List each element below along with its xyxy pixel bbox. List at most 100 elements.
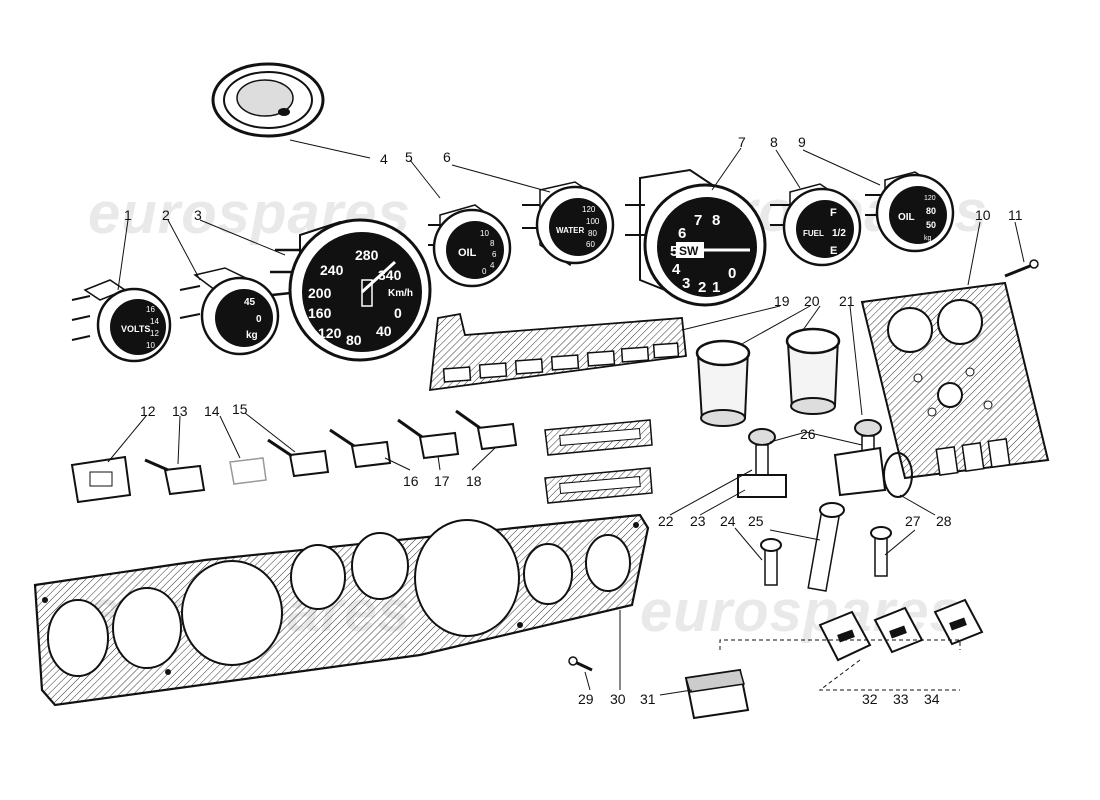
callout-27: 27 [905,513,921,529]
callout-30: 30 [610,691,626,707]
callout-1: 1 [124,207,132,223]
tacho-tick: 5 [670,243,678,260]
callout-23: 23 [690,513,706,529]
volts-tick: 12 [150,329,159,338]
pressure-gauge: 45 0 kg [179,267,280,356]
speedo-tick: 240 [320,262,344,278]
volts-tick: 16 [146,305,155,314]
warning-light-strip [428,312,687,392]
callout-20: 20 [804,293,820,309]
speedo-tick: 160 [308,305,332,321]
fuel-tick: E [830,245,837,257]
oil-pressure-gauge: OIL 120 80 50 kg [865,171,955,253]
callout-19: 19 [774,293,790,309]
oil-temp-tick: 8 [490,239,495,248]
volts-tick: 14 [150,317,159,326]
callout-16: 16 [403,473,419,489]
callout-12: 12 [140,403,156,419]
tacho-tick: 0 [728,265,736,282]
callout-2: 2 [162,207,170,223]
speedo-unit: Km/h [388,288,413,299]
callout-21: 21 [839,293,855,309]
gauge-bezel-rings [695,327,841,427]
oil-pressure-tick: 80 [926,206,936,216]
callout-31: 31 [640,691,656,707]
callout-7: 7 [738,134,746,150]
tacho-tick: 3 [682,275,690,292]
water-tick: 80 [588,229,597,238]
oil-pressure-label: OIL [898,212,915,223]
callout-9: 9 [798,134,806,150]
speedo-tick: 80 [346,332,362,348]
volts-tick: 10 [146,341,155,350]
water-tick: 60 [586,240,595,249]
speedometer-gauge: 240 280 340 200 160 120 80 40 0 Km/h [270,218,432,362]
volts-label: VOLTS [121,324,150,334]
tacho-label: SW [679,244,699,258]
push-switches [70,409,518,504]
dashboard-panel [33,513,650,707]
callout-13: 13 [172,403,188,419]
callout-17: 17 [434,473,450,489]
oil-temp-label: OIL [458,247,477,259]
callout-6: 6 [443,149,451,165]
speedo-tick: 120 [318,325,342,341]
oil-temp-tick: 6 [492,250,497,259]
oil-temp-tick: 4 [490,261,495,270]
callout-32: 32 [862,691,878,707]
callout-34: 34 [924,691,940,707]
callout-3: 3 [194,207,202,223]
rocker-switches [719,598,984,691]
pressure-tick: 45 [244,297,256,308]
rotary-switches [737,419,913,592]
oil-pressure-tick: 120 [924,195,936,202]
fuel-tick: F [830,207,837,219]
ashtray-part [684,668,750,720]
callout-24: 24 [720,513,736,529]
callout-22: 22 [658,513,674,529]
tachometer-gauge: 8 7 6 5 4 3 2 1 0 SW [625,168,767,307]
fuel-label: FUEL [803,229,824,238]
callout-33: 33 [893,691,909,707]
voltmeter-gauge: VOLTS 16 14 12 10 [71,279,172,363]
speedo-tick: 40 [376,323,392,339]
callout-29: 29 [578,691,594,707]
tacho-tick: 2 [698,279,706,296]
fuel-tick: 1/2 [832,228,846,239]
switch-panel-plate [860,281,1050,480]
callout-5: 5 [405,149,413,165]
leader-lines [107,139,1025,696]
fuel-gauge: FUEL F 1/2 E [770,183,862,267]
horn-cap-part [211,62,325,138]
callout-15: 15 [232,401,248,417]
tacho-tick: 6 [678,225,686,242]
callout-8: 8 [770,134,778,150]
pressure-tick: kg [246,330,258,341]
water-temperature-gauge: WATER 120 100 80 60 [522,181,615,267]
callout-28: 28 [936,513,952,529]
pressure-tick: 0 [256,314,262,325]
callout-11: 11 [1008,207,1023,223]
tacho-tick: 4 [672,261,681,278]
oil-temperature-gauge: OIL 10 8 6 4 0 [428,204,512,288]
callout-4: 4 [380,151,388,167]
water-tick: 120 [582,205,596,214]
water-tick: 100 [586,217,600,226]
oil-pressure-tick: 50 [926,220,936,230]
tacho-tick: 8 [712,212,720,229]
speedo-tick: 0 [394,305,402,321]
speedo-tick: 200 [308,285,332,301]
callout-26: 26 [800,426,816,442]
oil-temp-tick: 0 [482,267,487,276]
tacho-tick: 1 [712,279,720,296]
oil-pressure-tick: kg [924,235,932,242]
tacho-tick: 7 [694,212,702,229]
callout-25: 25 [748,513,764,529]
slide-lever-controls [544,419,653,504]
callout-10: 10 [975,207,991,223]
water-label: WATER [556,226,585,235]
callout-14: 14 [204,403,220,419]
panel-screw [568,656,593,672]
speedo-tick: 280 [355,247,379,263]
